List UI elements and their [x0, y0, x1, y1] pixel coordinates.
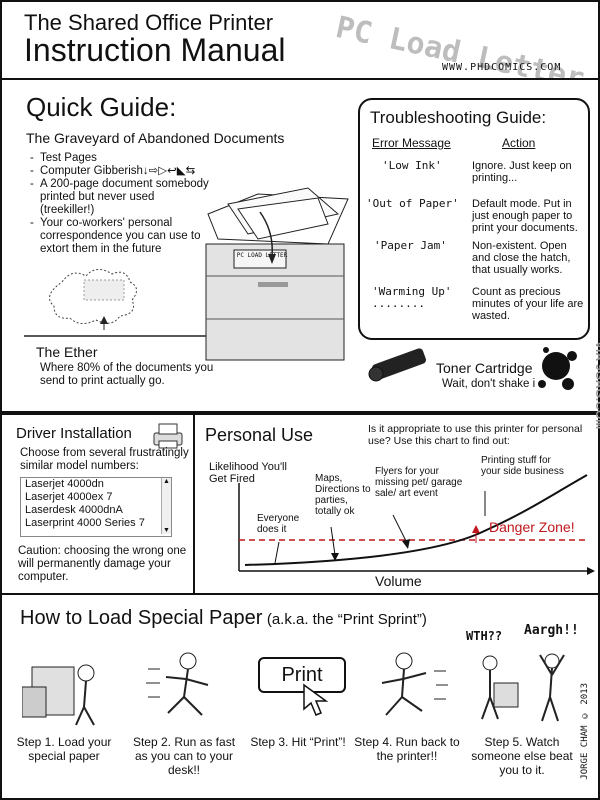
load-paper-panel: How to Load Special Paper (a.k.a. the “P… [0, 593, 600, 800]
error-message: 'Low Ink' [382, 159, 442, 172]
title-line1: The Shared Office Printer [24, 10, 274, 35]
step-3-caption: Step 3. Hit “Print”! [250, 735, 346, 749]
list-item[interactable]: Laserdesk 4000dnA [25, 504, 123, 516]
ether-title: The Ether [36, 344, 98, 360]
troubleshooting-title: Troubleshooting Guide: [370, 108, 547, 127]
load-paper-title-main: How to Load Special Paper [20, 607, 263, 629]
troubleshooting-box: Troubleshooting Guide: Error Message Act… [358, 98, 590, 340]
print-button[interactable]: Print [258, 657, 346, 693]
scroll-up-icon[interactable]: ▲ [163, 478, 170, 485]
step-2-caption: Step 2. Run as fast as you can to your d… [132, 735, 236, 777]
list-item: Test Pages [30, 152, 210, 165]
list-item[interactable]: Laserprint 4000 Series 7 [25, 517, 145, 529]
printer-illustration [205, 187, 349, 361]
title-line2: Instruction Manual [24, 32, 286, 68]
list-item: Computer Gibberish↓⇨▷↩◣⇆ [30, 165, 210, 178]
fired-curve [244, 474, 588, 566]
chart-annotation: Maps, Directions to parties, totally ok [315, 473, 371, 517]
error-message: 'Warming Up' ........ [372, 285, 452, 310]
chart-xlabel: Volume [375, 573, 422, 589]
error-action: Non-existent. Open and close the hatch, … [472, 240, 571, 276]
driver-subtitle: Choose from several frustratingly simila… [20, 447, 189, 472]
site-url: WWW.PHDCOMICS.COM [442, 62, 562, 73]
error-message: 'Paper Jam' [374, 239, 447, 252]
step4-illustration [381, 652, 448, 716]
step5-illustration [481, 653, 565, 722]
quick-guide-title: Quick Guide: [26, 92, 177, 122]
chart-annotation: Flyers for your missing pet/ garage sale… [375, 466, 463, 499]
graveyard-list: Test Pages Computer Gibberish↓⇨▷↩◣⇆ A 20… [30, 152, 210, 256]
quick-guide-panel: Quick Guide: The Graveyard of Abandoned … [0, 78, 600, 413]
watermark: VIA 9GAG.COM [593, 341, 600, 430]
ether-cloud-icon [49, 269, 137, 324]
printer-display: PC LOAD LETTER [236, 252, 288, 259]
personal-use-title: Personal Use [205, 425, 314, 445]
col-error-header: Error Message [372, 136, 451, 150]
error-action: Ignore. Just keep on printing... [472, 160, 572, 184]
printer-icon [153, 423, 183, 449]
toner-cartridge-icon [368, 348, 426, 382]
chart-annotation: Everyone does it [257, 513, 300, 535]
error-message: 'Out of Paper' [366, 197, 459, 210]
error-action: Count as precious minutes of your life a… [472, 286, 584, 322]
scroll-down-icon[interactable]: ▼ [163, 527, 170, 534]
driver-title: Driver Installation [16, 425, 132, 442]
driver-select-list[interactable]: Laserjet 4000dn Laserjet 4000ex 7 Laserd… [20, 477, 172, 537]
step-1-caption: Step 1. Load your special paper [16, 735, 112, 763]
step-4-caption: Step 4. Run back to the printer!! [354, 735, 460, 763]
step-5-caption: Step 5. Watch someone else beat you to i… [471, 735, 573, 777]
error-action: Default mode. Put in just enough paper t… [472, 198, 578, 234]
scrollbar[interactable]: ▲ ▼ [161, 478, 171, 534]
list-item[interactable]: Laserjet 4000ex 7 [25, 491, 113, 503]
graveyard-arrow [259, 211, 276, 264]
graveyard-title: The Graveyard of Abandoned Documents [26, 130, 285, 146]
load-paper-title: How to Load Special Paper (a.k.a. the “P… [20, 607, 427, 630]
chart-ylabel: Likelihood You'll Get Fired [209, 461, 287, 485]
danger-zone-label: Danger Zone! [489, 519, 575, 535]
list-item[interactable]: Laserjet 4000dn [25, 478, 104, 490]
toner-title: Toner Cartridge [436, 360, 533, 376]
signature: JORGE CHAM © 2013 [580, 683, 590, 780]
cursor-icon [303, 683, 329, 716]
col-action-header: Action [502, 136, 536, 150]
step1-illustration [22, 664, 95, 726]
load-paper-subtitle: (a.k.a. the “Print Sprint”) [266, 611, 427, 628]
driver-caution: Caution: choosing the wrong one will per… [18, 545, 187, 583]
list-item: Your co-workers' personal correspondence… [30, 217, 210, 256]
list-item: A 200-page document somebody printed but… [30, 178, 210, 217]
toner-text: Wait, don't shake i [442, 378, 536, 390]
toner-splatter-icon [538, 347, 577, 390]
fired-chart [238, 474, 595, 575]
ether-text: Where 80% of the documents you send to p… [40, 362, 214, 387]
step2-illustration [146, 652, 209, 716]
speech-wth: WTH?? [466, 629, 503, 643]
chart-annotation: Printing stuff for your side business [481, 455, 564, 477]
speech-aargh: Aargh!! [524, 623, 579, 638]
driver-panel: Driver Installation Choose from several … [0, 413, 195, 595]
header-panel: The Shared Office Printer Instruction Ma… [0, 0, 600, 97]
personal-use-panel: Personal Use Is it appropriate to use th… [193, 341, 600, 595]
personal-use-intro: Is it appropriate to use this printer fo… [368, 423, 583, 447]
